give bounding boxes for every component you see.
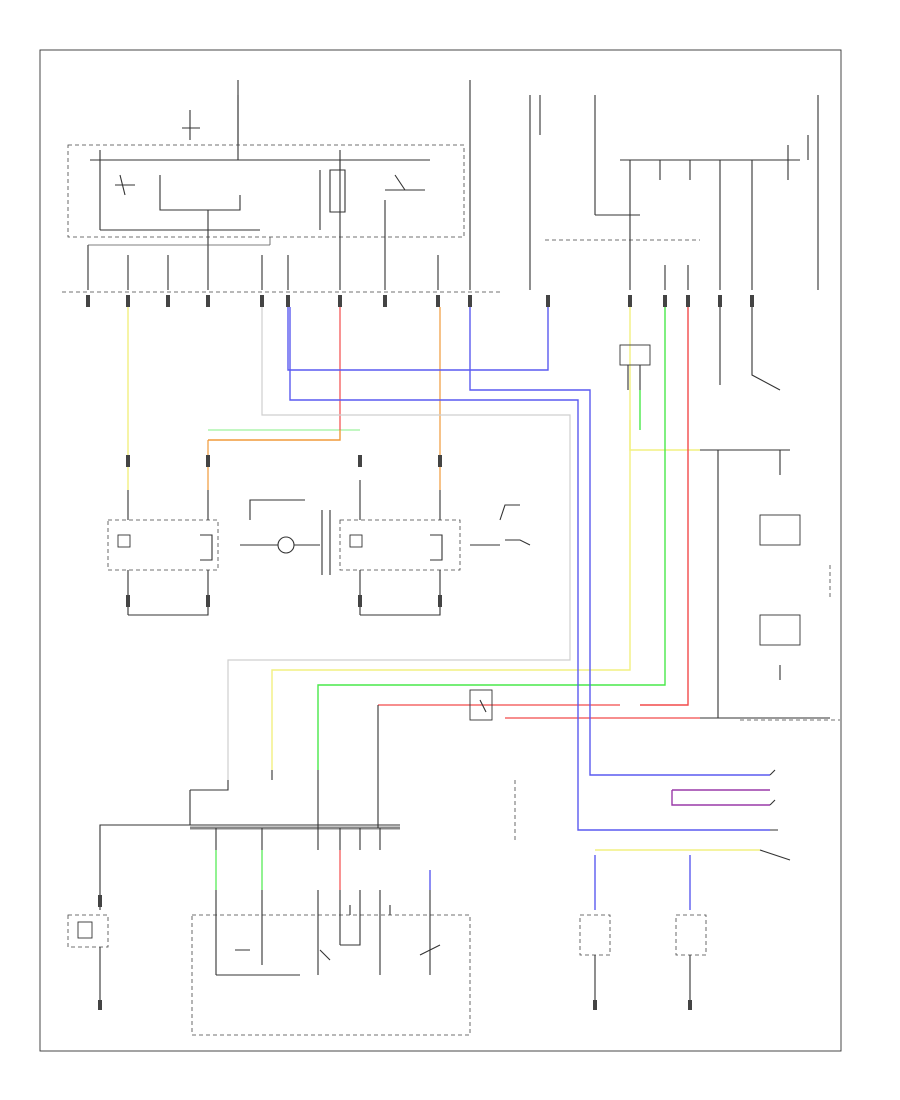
bottom-bus bbox=[99, 705, 400, 910]
under-dash-fuse-box bbox=[67, 95, 465, 238]
left-connector-row bbox=[62, 160, 500, 293]
right-connector bbox=[619, 344, 651, 390]
connector-pins bbox=[86, 295, 754, 307]
bottom-switch-box bbox=[191, 890, 471, 1036]
right-motor-circuit bbox=[470, 504, 531, 546]
top-fuse-feeds bbox=[237, 80, 819, 290]
wire-green bbox=[208, 307, 666, 890]
right-ground-circuits bbox=[700, 307, 840, 721]
wire-red bbox=[339, 307, 700, 890]
bottom-right-lights bbox=[579, 769, 791, 1010]
diagram-frame bbox=[39, 49, 842, 1052]
right-fuse-box bbox=[545, 145, 800, 290]
wire-purple bbox=[671, 789, 770, 806]
wire-lightgray bbox=[227, 307, 571, 780]
left-motor-circuit bbox=[240, 499, 331, 575]
wire-blue bbox=[287, 307, 770, 910]
right-mirror-assembly bbox=[126, 455, 461, 616]
wire-orange bbox=[207, 307, 441, 490]
center-connector bbox=[469, 689, 493, 721]
bottom-left-component bbox=[67, 895, 109, 1010]
left-mirror-assembly bbox=[107, 490, 219, 616]
